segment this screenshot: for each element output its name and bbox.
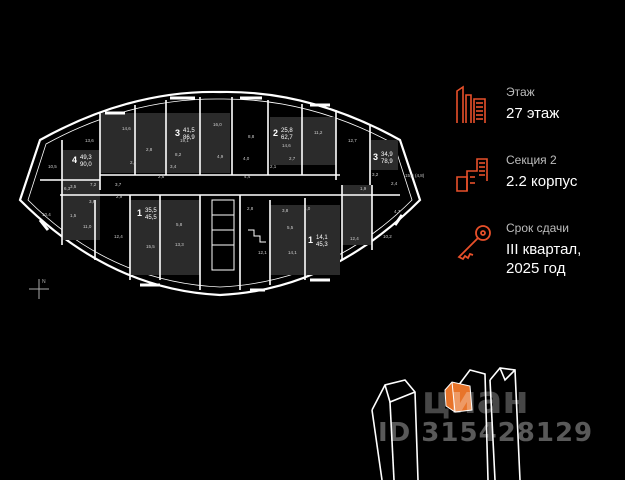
room-area-label: 3,2 (372, 172, 379, 177)
room-area-label: 4,0 (243, 156, 250, 161)
room-area-label: 2,1 (270, 164, 277, 169)
apartment-rooms: 4 (72, 155, 77, 165)
room-area-label: 2,7 (289, 156, 296, 161)
room-area-label: 12,4 (114, 234, 123, 239)
room-area-label: 13,6 (85, 138, 94, 143)
watermark-id: ID 315428129 (378, 418, 594, 448)
apartment-living-area: 49,3 (80, 155, 92, 161)
room-area-label: 19,1 (180, 138, 189, 143)
room-area-label: 1,9 (360, 186, 367, 191)
room-area-label: 12,1 (258, 250, 267, 255)
room-area-label: 11,0 (83, 224, 92, 229)
room-area-label: 15,5 (146, 244, 155, 249)
key-icon (457, 225, 491, 261)
window-marks (38, 96, 404, 292)
apartment-rooms: 1 (137, 208, 142, 218)
floor-value: 27 этаж (506, 105, 560, 122)
room-area-label: 5,5 (287, 225, 294, 230)
apartment-total-area: 86,9 (183, 135, 195, 141)
room-area-label: 4,0 (304, 206, 311, 211)
interior-walls (40, 97, 400, 290)
apartment-rooms: 2 (273, 128, 278, 138)
apartment-living-area: 41,5 (183, 128, 195, 134)
apartment-total-area: 90,0 (80, 162, 92, 168)
room-area-label: 4,9 (217, 154, 224, 159)
compass-icon: N (29, 279, 49, 299)
room-area-label: 13,3 (175, 242, 184, 247)
deadline-value-line2: 2025 год (506, 260, 566, 277)
apartment-total-area: 62,7 (281, 135, 293, 141)
building-icon (456, 85, 486, 123)
room-area-label: 8,8 (248, 134, 255, 139)
watermark-brand: циан (422, 378, 529, 422)
floor-label: Этаж (506, 85, 535, 99)
room-area-label: 3,8 (282, 208, 289, 213)
apartment-living-area: 34,9 (381, 152, 393, 158)
room-area-label: 10,5 (48, 164, 57, 169)
apartment-rooms: 3 (175, 128, 180, 138)
room-area-label: 12,7 (348, 138, 357, 143)
room-area-label: 3,4 (170, 164, 177, 169)
room-area-label: 16,0 (213, 122, 222, 127)
room-area-label: 11,2 (314, 130, 323, 135)
info-panel: Этаж 27 этаж Секция 2 2.2 корпус (455, 0, 625, 300)
plan-outline (18, 90, 422, 297)
room-area-label: 10,2 (383, 234, 392, 239)
room-area-label: 14,6 (282, 143, 291, 148)
room-area-label: 3,6 (89, 199, 96, 204)
room-area-label: 4,7 (394, 209, 401, 214)
room-area-label: 2,6 (158, 174, 165, 179)
room-area-label: 12,4 (350, 236, 359, 241)
room-area-label: 2,9 (116, 194, 123, 199)
section-value: 2.2 корпус (506, 173, 578, 190)
room-area-label: 14,6 (122, 126, 131, 131)
apartment-fills (62, 113, 398, 275)
section-icon (456, 158, 488, 192)
apartment-total-area: 78,9 (381, 159, 393, 165)
room-area-label: 3,7 (115, 182, 122, 187)
room-area-label: 7,2 (90, 182, 97, 187)
deadline-label: Срок сдачи (506, 221, 569, 235)
room-area-label: 2,4 (391, 181, 398, 186)
apartment-total-area: 45,3 (316, 242, 328, 248)
room-area-label: 15,6 (4,8) (405, 173, 425, 178)
room-area-label: 4,4 (244, 174, 251, 179)
room-area-label: 2,4 (130, 160, 137, 165)
apartment-living-area: 25,8 (281, 128, 293, 134)
room-area-label: 14,1 (288, 250, 297, 255)
apartment-rooms: 1 (308, 235, 313, 245)
compass-north-label: N (42, 279, 46, 285)
apartment-living-area: 14,1 (316, 235, 328, 241)
room-area-label: 1,5 (70, 213, 77, 218)
towers-illustration (371, 367, 521, 480)
room-area-label: 5,8 (176, 222, 183, 227)
apartment-rooms: 3 (373, 152, 378, 162)
section-label: Секция 2 (506, 153, 557, 167)
highlighted-section (444, 381, 473, 413)
room-area-label: 8,2 (175, 152, 182, 157)
room-area-label: 2,8 (146, 147, 153, 152)
apartment-total-area: 45,5 (145, 215, 157, 221)
room-area-label: 3,5 (70, 184, 77, 189)
room-area-label: 6,3 (64, 186, 71, 191)
elevator-core (211, 199, 266, 271)
room-area-label: 10,4 (42, 212, 51, 217)
deadline-value-line1: III квартал, (506, 241, 582, 258)
room-area-label: 2,8 (247, 206, 254, 211)
apartment-living-area: 35,5 (145, 208, 157, 214)
